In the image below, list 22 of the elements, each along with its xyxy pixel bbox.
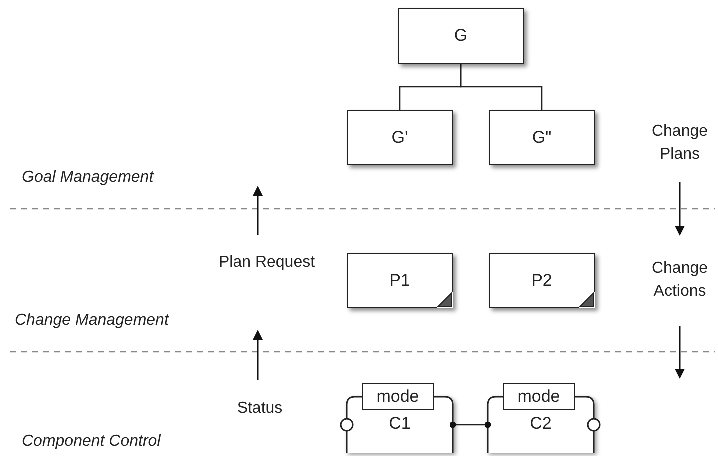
layer-label: Change Management xyxy=(15,311,169,331)
plan-document xyxy=(347,253,453,308)
mode-label: mode xyxy=(503,383,575,410)
tree-line xyxy=(460,64,543,110)
flow-label: Change Plans xyxy=(650,122,710,165)
goal-box: G' xyxy=(347,110,453,165)
goal-box: G xyxy=(398,8,524,64)
flow-label: Plan Request xyxy=(218,253,316,273)
component-name: C2 xyxy=(529,414,553,434)
layer-label: Component Control xyxy=(22,432,161,452)
plan-document xyxy=(489,253,595,308)
mode-label: mode xyxy=(362,383,434,410)
component-box xyxy=(347,383,453,453)
goal-box: G" xyxy=(489,110,595,165)
component-box xyxy=(488,383,594,453)
flow-label: Status xyxy=(236,399,284,419)
component-name: C1 xyxy=(388,414,412,434)
plan-name: P1 xyxy=(390,270,410,290)
plan-name: P2 xyxy=(532,270,552,290)
layer-label: Goal Management xyxy=(22,168,154,188)
flow-label: Change Actions xyxy=(650,259,710,302)
connector-line xyxy=(450,422,492,428)
